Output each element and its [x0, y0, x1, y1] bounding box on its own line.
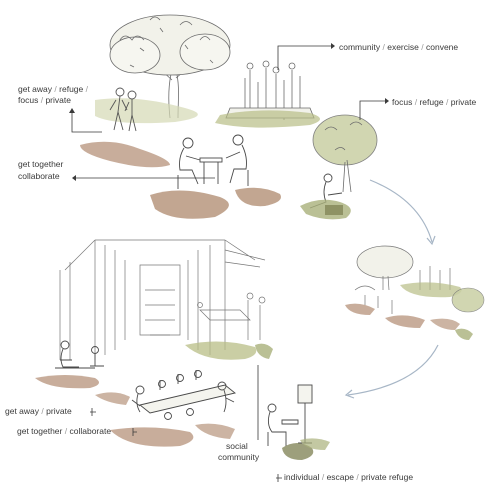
label-focus-refuge-private: focus / refuge / private	[392, 97, 476, 107]
label-get-away-private: get away / private	[5, 406, 72, 416]
label-social: social	[226, 441, 248, 451]
interior-sketch	[60, 240, 265, 360]
label-community: community	[218, 452, 259, 462]
label-community-exercise-convene: community / exercise / convene	[339, 42, 458, 52]
dining-group-sketch	[132, 370, 235, 420]
label-get-together-collaborate: get together / collaborate	[17, 426, 111, 436]
label-collaborate: collaborate	[18, 171, 60, 181]
label-get-away-refuge: get away / refuge /	[18, 84, 88, 94]
label-get-together: get together	[18, 159, 63, 169]
mini-scene-sketch	[355, 246, 450, 314]
label-individual-escape-private-refuge: individual / escape / private refuge	[284, 472, 413, 482]
seated-group-sketch	[178, 135, 248, 189]
individual-corner-sketch	[268, 385, 312, 446]
lounge-person-sketch	[55, 341, 104, 368]
label-focus-private: focus / private	[18, 95, 71, 105]
reading-tree-sketch	[313, 115, 377, 192]
